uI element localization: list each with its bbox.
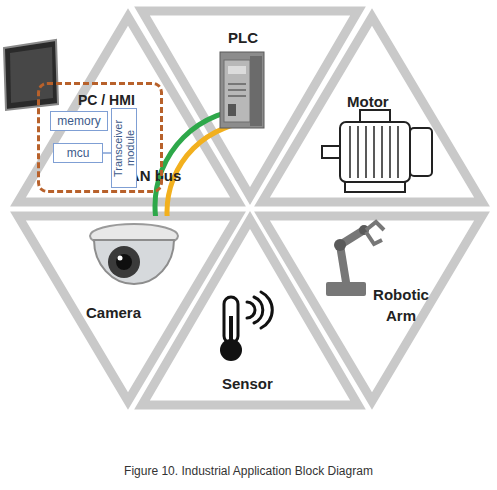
motor-fin <box>365 126 367 178</box>
node-text: Transceiver module <box>112 110 136 186</box>
signal-wave <box>254 297 263 323</box>
camera-dome <box>94 240 174 284</box>
bus-ring-green <box>155 109 236 216</box>
plc-side <box>250 56 262 126</box>
plc-display <box>228 66 246 74</box>
motor-fin <box>397 126 399 178</box>
arm-gripper <box>366 232 382 244</box>
device-label: Sensor <box>222 373 273 394</box>
camera-lens-ring <box>108 246 140 278</box>
arm-gripper <box>366 222 384 230</box>
plc-body <box>220 52 264 128</box>
monitor-frame <box>4 40 58 110</box>
plc-port <box>228 104 236 116</box>
motor-fin <box>389 126 391 178</box>
hexagon-triangle <box>262 17 482 202</box>
arm-joint <box>334 239 346 251</box>
node-text: memory <box>57 114 100 128</box>
hexagon-triangle <box>18 216 238 401</box>
node-text: mcu <box>67 146 90 160</box>
motor-fin <box>349 126 351 178</box>
signal-wave <box>261 292 272 328</box>
motor-shaft <box>322 146 340 158</box>
mcu-block: mcu <box>53 143 103 163</box>
signal-wave <box>247 302 255 318</box>
motor-fin <box>357 126 359 178</box>
device-label: Robotic Arm <box>370 284 432 326</box>
motor-end-cap <box>410 128 432 176</box>
plc-vent <box>228 83 246 85</box>
plc-vent <box>228 95 246 97</box>
dashed-group-box: PC / HMI memory mcu Transceiver module <box>37 82 163 193</box>
device-label: Camera <box>86 302 141 323</box>
device-label: Motor <box>347 91 389 112</box>
memory-block: memory <box>50 111 108 131</box>
plc-vent <box>228 89 246 91</box>
node-text: PC / HMI <box>78 92 135 108</box>
device-label: PLC <box>228 27 258 48</box>
can-bus-ring: CAN bus <box>110 105 360 315</box>
monitor-screen <box>10 47 53 103</box>
hexagon-triangle <box>262 216 482 401</box>
plc-front-panel <box>224 60 250 122</box>
motor-fin <box>373 126 375 178</box>
figure-caption: Figure 10. Industrial Application Block … <box>0 464 497 478</box>
thermometer-bulb <box>220 339 242 361</box>
motor-fin <box>381 126 383 178</box>
camera-lens-glint <box>118 256 123 261</box>
transceiver-block: Transceiver module <box>111 108 137 188</box>
camera-lens <box>116 254 132 270</box>
motor-body <box>340 122 410 182</box>
motor-feet <box>345 182 405 192</box>
signal-wire <box>103 152 111 154</box>
